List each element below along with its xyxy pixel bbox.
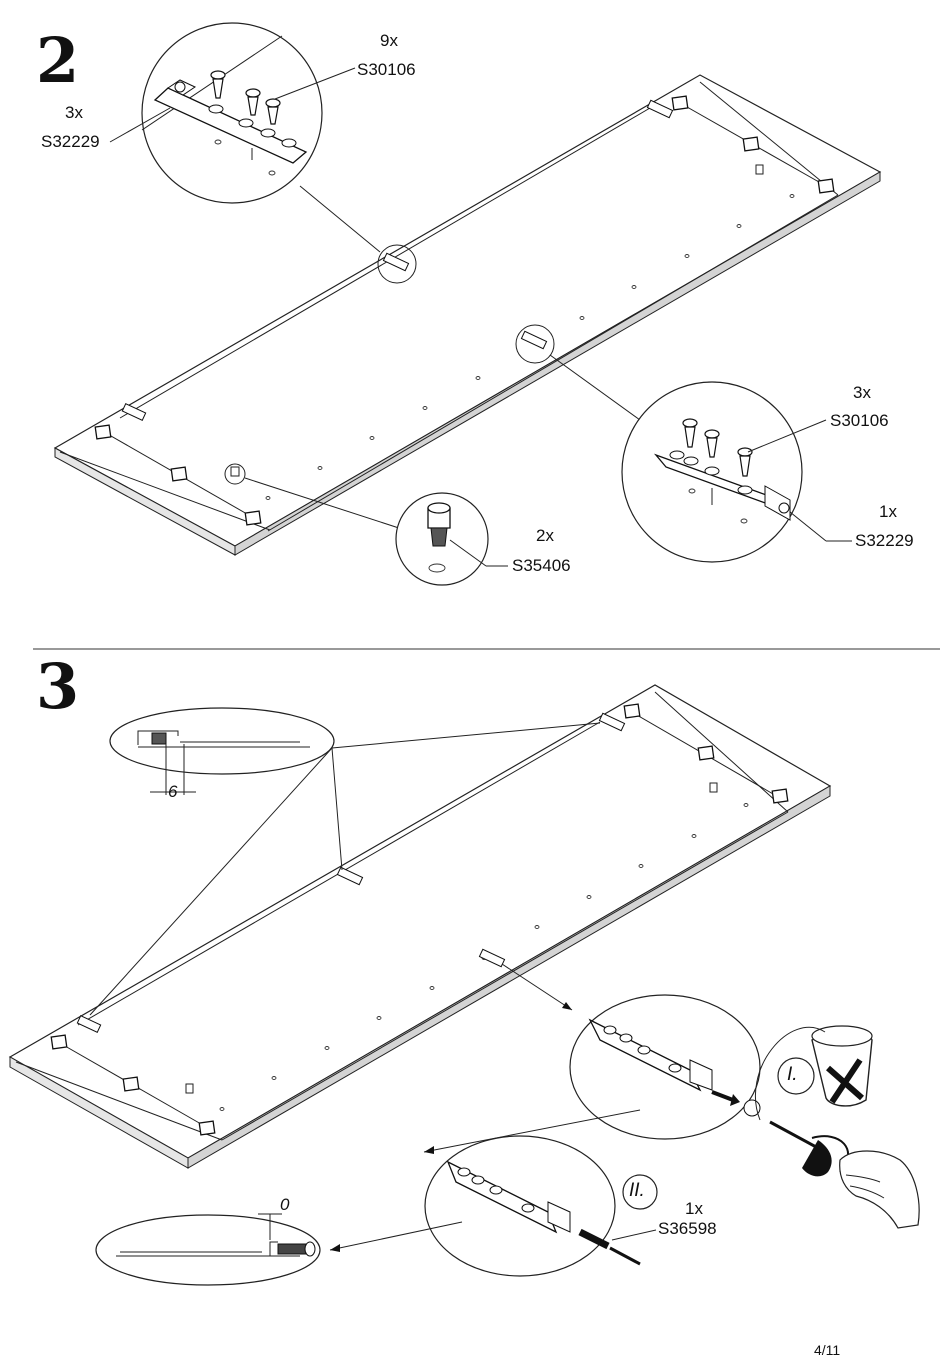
gap-dimension-0: 0 xyxy=(280,1195,290,1214)
screwdriver xyxy=(769,1120,850,1177)
step2-holes xyxy=(230,164,795,500)
substep-1-badge xyxy=(777,1057,815,1095)
gap-dimension-6: 6 xyxy=(168,782,178,801)
right-hinge-qty: 1x xyxy=(879,502,897,521)
right-screws-code: S30106 xyxy=(830,411,889,430)
substep-2-label: II. xyxy=(629,1180,645,1201)
detail-circle-right xyxy=(621,381,803,563)
screw-qty: 1x xyxy=(685,1199,703,1218)
step2-panel xyxy=(53,74,882,556)
dowel-code: S35406 xyxy=(512,556,571,575)
dowel-qty: 2x xyxy=(536,526,554,545)
substep-2-badge xyxy=(622,1174,658,1210)
detail-ellipse-substep-2 xyxy=(424,1135,641,1277)
detail-ellipse-gap-0 xyxy=(95,1213,321,1286)
step-number-3: 3 xyxy=(36,650,80,723)
step3-hinges-on-panel xyxy=(76,712,626,1033)
hand-illustration xyxy=(839,1150,920,1229)
top-screws-code: S30106 xyxy=(357,60,416,79)
substep-1-label: I. xyxy=(787,1064,798,1085)
right-screws-qty: 3x xyxy=(853,383,871,402)
step2-mounting-pads xyxy=(94,95,835,526)
right-hinge-code: S32229 xyxy=(855,531,914,550)
screw-code: S36598 xyxy=(658,1219,717,1238)
top-hinge-qty: 3x xyxy=(65,103,83,122)
top-screws-qty: 9x xyxy=(380,31,398,50)
detail-circle-dowel xyxy=(395,492,489,586)
page-number: 4/11 xyxy=(814,1342,841,1358)
detail-ellipse-gap-6 xyxy=(109,707,335,795)
power-tool-prohibited-icon xyxy=(754,1025,873,1121)
detail-circle-top xyxy=(141,22,323,204)
top-hinge-code: S32229 xyxy=(41,132,100,151)
detail-ellipse-substep-1 xyxy=(569,994,761,1140)
step3-panel xyxy=(8,684,832,1169)
step3-mounting-pads xyxy=(50,703,789,1136)
step2-hinges-on-panel xyxy=(121,99,674,421)
step-number-2: 2 xyxy=(36,24,80,97)
